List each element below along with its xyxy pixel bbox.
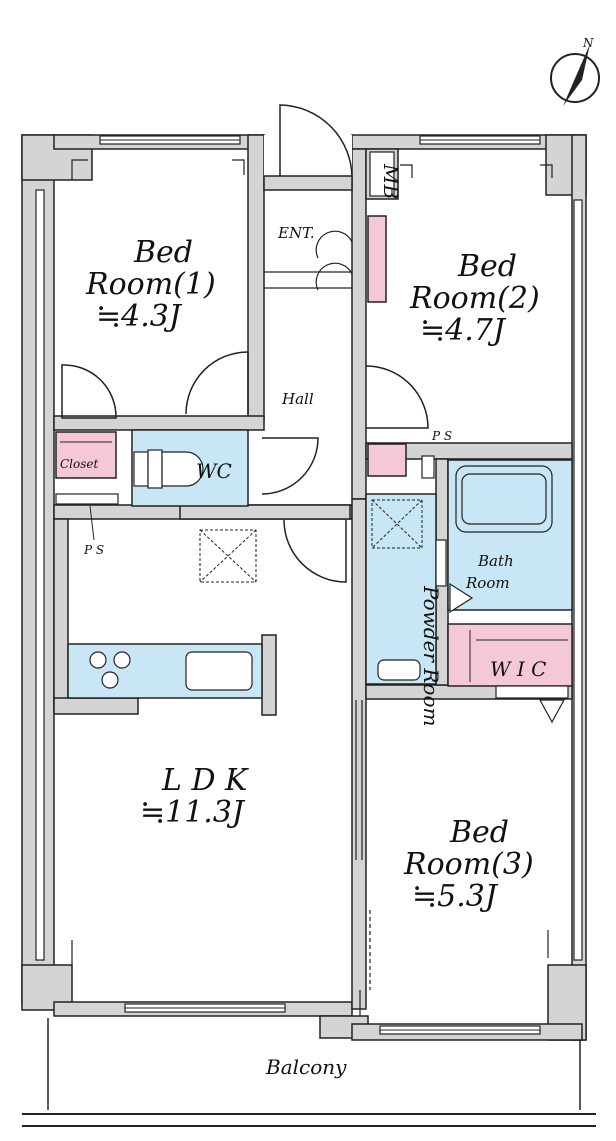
bed2-size: ≒4.7J [420,313,507,348]
meter-box: MB [365,148,403,200]
sliding-door [355,700,371,990]
ps-left-leader [89,505,95,541]
windows [35,135,583,1035]
bed3-name-line2: Room(3) [403,847,534,882]
powder-room-label: Powder Room [419,585,443,726]
entrance-door [263,104,353,191]
hall-label: Hall [281,390,314,408]
bath-room: Bath Room [447,459,573,614]
bath-label-line2: Room [465,574,510,592]
bed-room-3: Bed Room(3) ≒5.3J [403,815,534,914]
kitchen-counter [67,643,263,699]
bed3-size: ≒5.3J [412,879,499,914]
ps-right: P S [421,429,452,479]
bed1-name-line2: Room(1) [85,267,216,302]
wc: WC [131,429,319,507]
wic: W I C [447,623,573,724]
bed-room-2: Bed Room(2) ≒4.7J [365,249,540,477]
closet: Closet [55,431,119,505]
closet-door [61,364,117,419]
closet-label: Closet [60,457,99,471]
ldk: L D K ≒11.3J [140,763,249,830]
bed3-name: Bed [449,815,509,850]
wic-label: W I C [490,657,546,681]
entrance-label: ENT. [277,224,315,242]
ps-left-label: P S [83,543,104,557]
bed2-name: Bed [457,249,517,284]
powder-room: Powder Room [365,493,447,726]
compass-icon: N [550,36,600,106]
bed-room-1: Bed Room(1) ≒4.3J [85,235,249,415]
mb-label: MB [379,163,403,199]
bed1-name: Bed [133,235,193,270]
bed1-size: ≒4.3J [96,299,183,334]
bath-label: Bath [477,552,514,570]
hall-bottom-door [283,519,347,583]
ldk-name: L D K [161,763,249,798]
bed2-name-line2: Room(2) [409,281,540,316]
ceiling-vent-icon [199,529,257,583]
balcony-label: Balcony [265,1055,347,1079]
entrance-step [264,230,353,291]
ldk-size: ≒11.3J [140,795,246,830]
balcony: Balcony [22,1018,596,1127]
ps-right-label: P S [431,429,452,443]
curtain-lines [71,159,553,1016]
compass-north-label: N [582,36,594,50]
shoe-cabinet [367,215,387,303]
wc-label: WC [196,459,232,483]
